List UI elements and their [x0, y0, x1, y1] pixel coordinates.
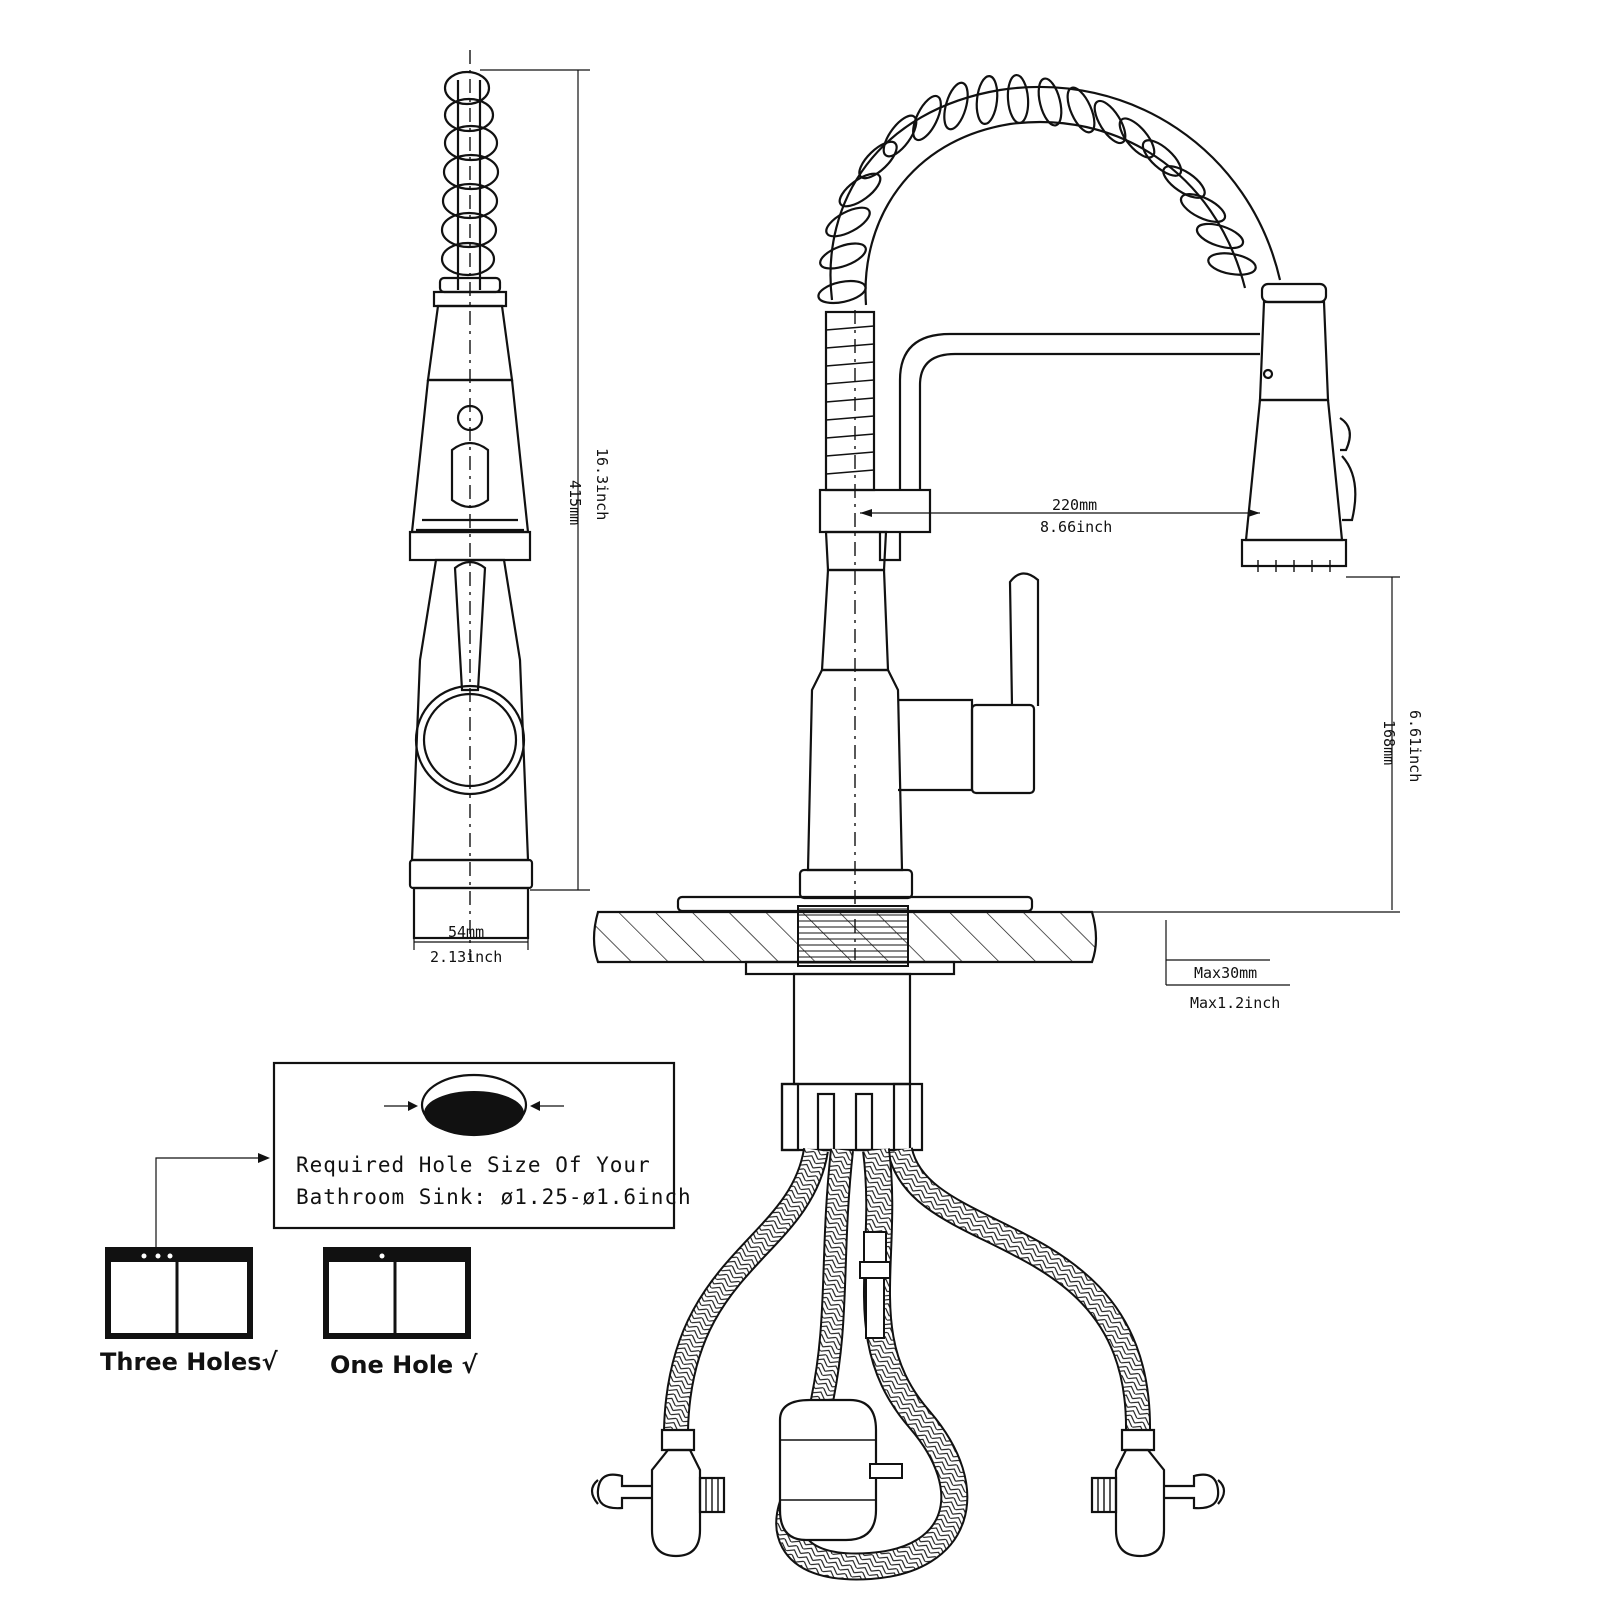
- reach-mm-label: 220mm: [1052, 496, 1097, 514]
- deck-inch-label: Max1.2inch: [1190, 994, 1280, 1012]
- sink-three-holes: Three Holes√: [100, 1247, 279, 1376]
- sink-hole-icon: [384, 1073, 564, 1137]
- side-lever: [453, 560, 487, 692]
- note-line-2: Bathroom Sink: ø1.25-ø1.6inch: [296, 1185, 692, 1209]
- side-height-dimension: 415mm 16.3inch: [480, 69, 611, 891]
- deck-dimension: Max30mm Max1.2inch: [1165, 920, 1290, 1012]
- note-line-1: Required Hole Size Of Your: [296, 1153, 651, 1177]
- side-view: 415mm 16.3inch 54mm 2.13inch: [408, 50, 611, 966]
- deck-mm-label: Max30mm: [1194, 964, 1257, 982]
- side-body: [408, 558, 534, 940]
- note-box: [272, 1061, 676, 1230]
- spout-dimension: 168mm 6.61inch: [1346, 576, 1424, 910]
- right-angle-valve: [1090, 1428, 1226, 1558]
- spout-inch-label: 6.61inch: [1406, 710, 1424, 782]
- spout-mm-label: 168mm: [1380, 720, 1398, 765]
- left-angle-valve: [590, 1428, 726, 1558]
- front-handle: [898, 572, 1040, 795]
- supply-hoses: [663, 1146, 1152, 1581]
- sink-one-hole: One Hole √: [323, 1247, 479, 1379]
- reach-inch-label: 8.66inch: [1040, 518, 1112, 536]
- hole-size-note: Required Hole Size Of Your Bathroom Sink…: [155, 1061, 692, 1252]
- reach-dimension: 220mm 8.66inch: [860, 496, 1260, 536]
- front-view: 220mm 8.66inch 168mm 6.61inch Max30mm Ma…: [590, 73, 1424, 1581]
- one-hole-label: One Hole √: [330, 1351, 479, 1379]
- deck-counter: [592, 895, 1400, 976]
- shank: [792, 972, 912, 1086]
- front-holder-arm: [898, 332, 1260, 490]
- front-spring-arc: [817, 73, 1282, 306]
- hose-weight: [778, 1398, 903, 1542]
- height-mm-label: 415mm: [566, 480, 584, 525]
- front-spray-head: [1240, 282, 1357, 572]
- base-inch-label: 2.13inch: [430, 948, 502, 966]
- base-mm-label: 54mm: [448, 923, 484, 941]
- note-leader: [155, 1157, 266, 1252]
- height-inch-label: 16.3inch: [593, 448, 611, 520]
- three-holes-label: Three Holes√: [100, 1348, 279, 1376]
- front-vertical-coil: [824, 310, 876, 492]
- side-button-icon: [456, 404, 484, 432]
- side-spray-head: [408, 290, 532, 562]
- mounting-nut: [780, 1082, 924, 1152]
- side-base-dimension: 54mm 2.13inch: [413, 892, 529, 966]
- front-collar: [818, 488, 932, 534]
- hose-connector: [859, 1231, 891, 1339]
